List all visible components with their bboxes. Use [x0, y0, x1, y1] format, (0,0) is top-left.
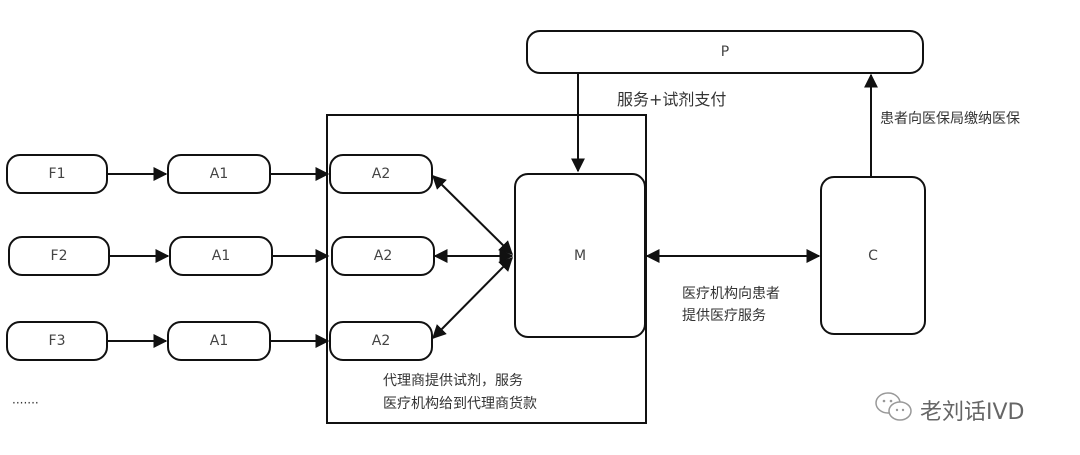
node-f2[interactable]: F2	[8, 236, 110, 276]
wechat-icon	[874, 390, 914, 430]
arrow-m-a2-row1	[432, 175, 513, 255]
watermark: 老刘话IVD	[874, 390, 1024, 430]
ellipsis-more-rows: ·······	[12, 396, 39, 410]
label-p-to-m: 服务+试剂支付	[617, 90, 727, 109]
node-p[interactable]: P	[526, 30, 924, 74]
node-a1-row3[interactable]: A1	[167, 321, 271, 361]
label-frame-line2: 医疗机构给到代理商货款	[383, 396, 537, 412]
node-a2-row3[interactable]: A2	[329, 321, 433, 361]
node-c[interactable]: C	[820, 176, 926, 335]
node-a2-row1[interactable]: A2	[329, 154, 433, 194]
node-a1-row1[interactable]: A1	[167, 154, 271, 194]
label-frame-line1: 代理商提供试剂，服务	[383, 373, 523, 389]
label-m-c-line2: 提供医疗服务	[682, 308, 766, 324]
watermark-text: 老刘话IVD	[920, 400, 1025, 425]
label-m-c-line1: 医疗机构向患者	[682, 286, 780, 302]
label-c-to-p: 患者向医保局缴纳医保	[880, 111, 1020, 127]
node-m[interactable]: M	[514, 173, 646, 338]
hospital-group-frame	[326, 114, 647, 424]
node-f3[interactable]: F3	[6, 321, 108, 361]
node-f1[interactable]: F1	[6, 154, 108, 194]
node-a1-row2[interactable]: A1	[169, 236, 273, 276]
node-a2-row2[interactable]: A2	[331, 236, 435, 276]
arrow-m-a2-row3	[432, 257, 513, 339]
